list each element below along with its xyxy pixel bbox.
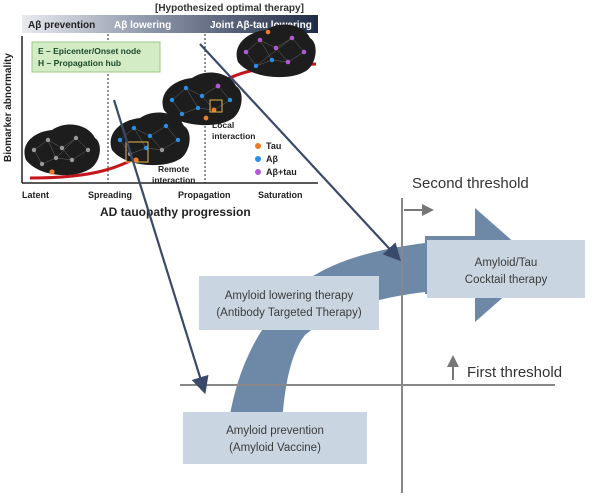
stage-spreading: Spreading xyxy=(88,190,132,200)
second-threshold-label: Second threshold xyxy=(412,175,529,192)
box-cocktail xyxy=(427,240,585,298)
x-axis-label: AD tauopathy progression xyxy=(100,205,251,219)
key-box xyxy=(31,41,161,73)
connector-lowering-to-prevention xyxy=(112,99,209,395)
cocktail-line-1: Amyloid/Tau xyxy=(475,257,538,269)
legend: Tau Aβ Aβ+tau xyxy=(255,141,297,177)
remote-interaction-2: interaction xyxy=(152,175,195,185)
brain-saturation xyxy=(236,24,316,78)
phase-lowering: Aβ lowering xyxy=(114,20,171,31)
legend-tau: Tau xyxy=(266,141,281,151)
prevention-line-2: (Amyloid Vaccine) xyxy=(229,442,321,454)
y-axis-label: Biomarker abnormality xyxy=(3,53,14,162)
local-interaction-2: interaction xyxy=(212,131,255,141)
legend-swatch-abeta xyxy=(255,156,261,162)
first-threshold-label: First threshold xyxy=(467,364,562,381)
stage-latent: Latent xyxy=(22,190,49,200)
legend-abeta-tau: Aβ+tau xyxy=(266,167,297,177)
key-hub: H – Propagation hub xyxy=(38,58,121,68)
prevention-line-1: Amyloid prevention xyxy=(226,425,324,437)
cocktail-line-2: Cocktail therapy xyxy=(465,274,548,286)
box-lowering xyxy=(199,276,379,330)
brain-spreading xyxy=(110,112,190,166)
remote-interaction-1: Remote xyxy=(158,164,189,174)
legend-swatch-tau xyxy=(255,143,261,149)
key-epicenter: E – Epicenter/Onset node xyxy=(38,46,141,56)
legend-abeta: Aβ xyxy=(266,154,278,164)
phase-prevention: Aβ prevention xyxy=(28,20,95,31)
brain-propagation xyxy=(162,72,242,126)
phase-joint: Joint Aβ-tau lowering xyxy=(210,20,312,31)
stage-saturation: Saturation xyxy=(258,190,303,200)
legend-swatch-abeta-tau xyxy=(255,169,261,175)
brain-latent xyxy=(24,124,100,176)
local-interaction-1: Local xyxy=(212,120,234,130)
connector-joint-to-cocktail xyxy=(199,43,401,262)
hypothesis-label: [Hypothesized optimal therapy] xyxy=(155,3,304,14)
box-prevention xyxy=(183,412,367,464)
stage-propagation: Propagation xyxy=(178,190,231,200)
phase-bar xyxy=(22,15,318,33)
lowering-line-2: (Antibody Targeted Therapy) xyxy=(216,307,361,319)
lowering-line-1: Amyloid lowering therapy xyxy=(225,290,354,302)
